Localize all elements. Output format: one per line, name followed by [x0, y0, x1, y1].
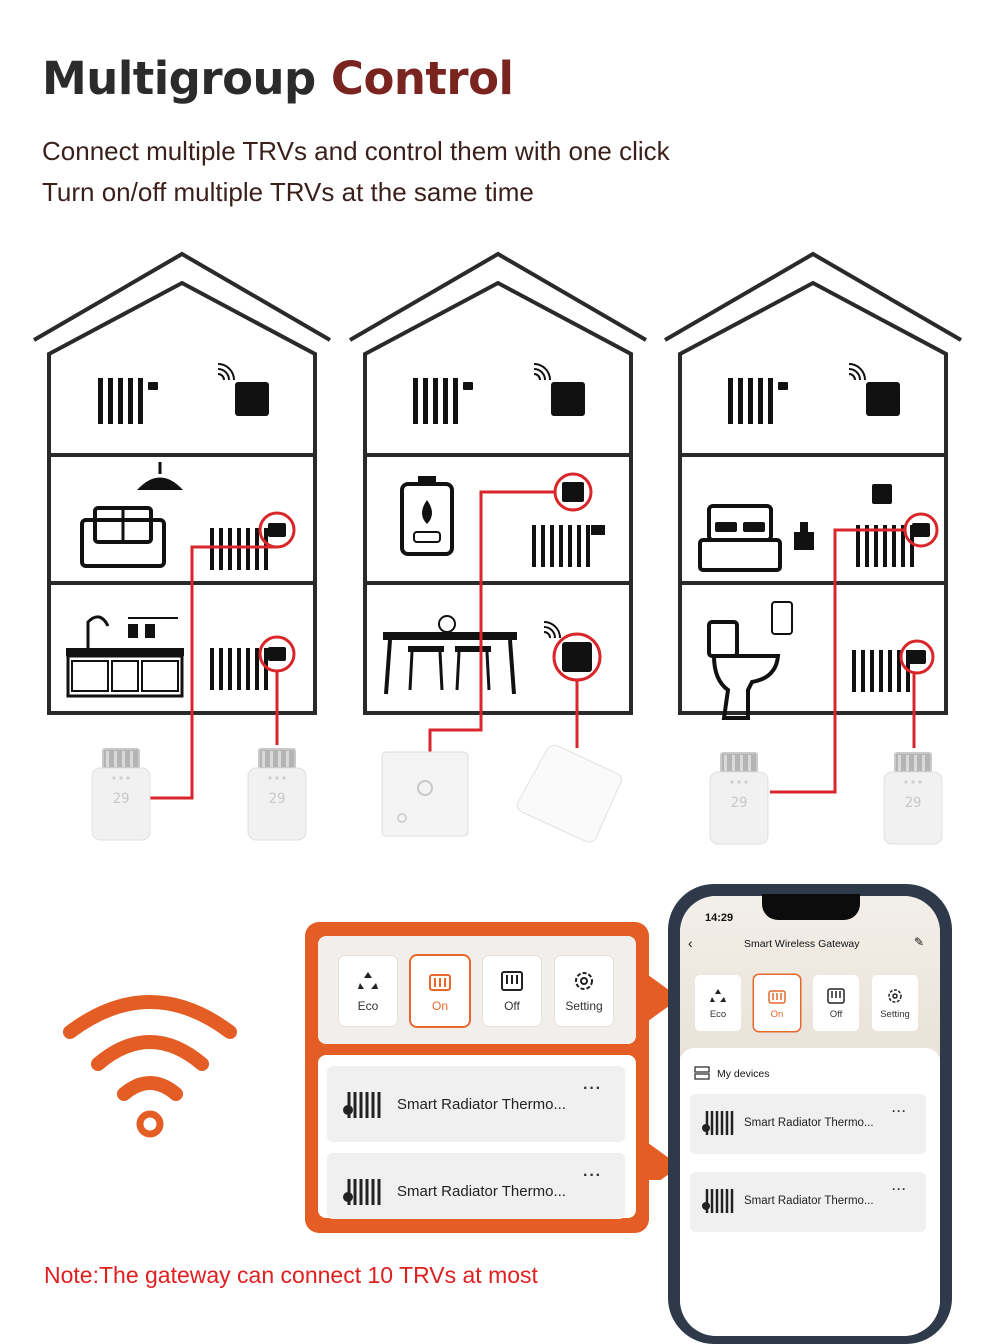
phone-device-row-1[interactable]: Smart Radiator Thermo... ···	[690, 1094, 926, 1154]
house-2	[348, 251, 648, 843]
subtitle-line-1: Connect multiple TRVs and control them w…	[42, 136, 670, 166]
phone-on-label: On	[770, 1008, 784, 1020]
device-row-1[interactable]: Smart Radiator Thermo... ···	[327, 1066, 625, 1142]
radiator-icon	[702, 1111, 734, 1135]
phone-device-name: Smart Radiator Thermo...	[744, 1117, 874, 1129]
phone-setting-button[interactable]: Setting	[872, 975, 918, 1031]
device-name: Smart Radiator Thermo...	[397, 1096, 566, 1113]
phone-off-label: Off	[829, 1008, 843, 1020]
phone-off-button[interactable]: Off	[813, 975, 859, 1031]
setting-label: Setting	[565, 999, 603, 1013]
more-icon[interactable]: ···	[583, 1080, 602, 1097]
title-part-2: Control	[330, 52, 514, 105]
heating-off-icon	[827, 987, 845, 1004]
phone-on-button[interactable]: On	[754, 975, 800, 1031]
on-label: On	[431, 999, 448, 1013]
phone-eco-button[interactable]: Eco	[695, 975, 741, 1031]
more-icon[interactable]: ···	[892, 1182, 907, 1196]
heating-on-icon	[429, 974, 451, 991]
houses-illustration: 29	[32, 251, 963, 845]
radiator-icon	[702, 1189, 734, 1213]
wifi-icon	[63, 995, 237, 1138]
back-icon[interactable]: ‹	[688, 935, 693, 951]
phone-setting-label: Setting	[880, 1008, 910, 1020]
phone-screen: 14:29 ‹ Smart Wireless Gateway ✎ Eco On …	[680, 896, 940, 1336]
page-title: Multigroup Control	[42, 52, 514, 105]
radiator-icon	[343, 1092, 381, 1118]
gear-icon	[888, 988, 902, 1003]
radiator-icon	[343, 1179, 381, 1205]
recycle-icon	[358, 972, 378, 989]
on-button[interactable]: On	[411, 956, 469, 1026]
more-icon[interactable]: ···	[892, 1104, 907, 1118]
recycle-icon	[710, 988, 726, 1002]
off-label: Off	[504, 999, 520, 1013]
phone-eco-label: Eco	[709, 1008, 727, 1020]
phone-device-row-2[interactable]: Smart Radiator Thermo... ···	[690, 1172, 926, 1232]
my-devices-label: My devices	[717, 1068, 770, 1080]
edit-icon[interactable]: ✎	[914, 935, 925, 949]
heating-off-icon	[501, 971, 523, 991]
status-time: 14:29	[705, 912, 734, 924]
house-3	[663, 251, 963, 845]
gear-icon	[575, 972, 593, 990]
screen-title: Smart Wireless Gateway	[744, 938, 860, 950]
phone-device-name: Smart Radiator Thermo...	[744, 1195, 874, 1207]
more-icon[interactable]: ···	[583, 1167, 602, 1184]
device-name: Smart Radiator Thermo...	[397, 1183, 566, 1200]
eco-button[interactable]: Eco	[339, 956, 397, 1026]
phone-notch	[762, 894, 860, 920]
setting-button[interactable]: Setting	[555, 956, 613, 1026]
device-row-2[interactable]: Smart Radiator Thermo... ···	[327, 1153, 625, 1219]
house-1	[32, 251, 332, 841]
heating-on-icon	[768, 989, 786, 1004]
eco-label: Eco	[357, 999, 379, 1013]
subtitle-line-2: Turn on/off multiple TRVs at the same ti…	[42, 177, 534, 207]
off-button[interactable]: Off	[483, 956, 541, 1026]
devices-icon	[694, 1066, 710, 1080]
title-part-1: Multigroup	[42, 52, 316, 105]
gateway-note: Note:The gateway can connect 10 TRVs at …	[44, 1262, 538, 1288]
